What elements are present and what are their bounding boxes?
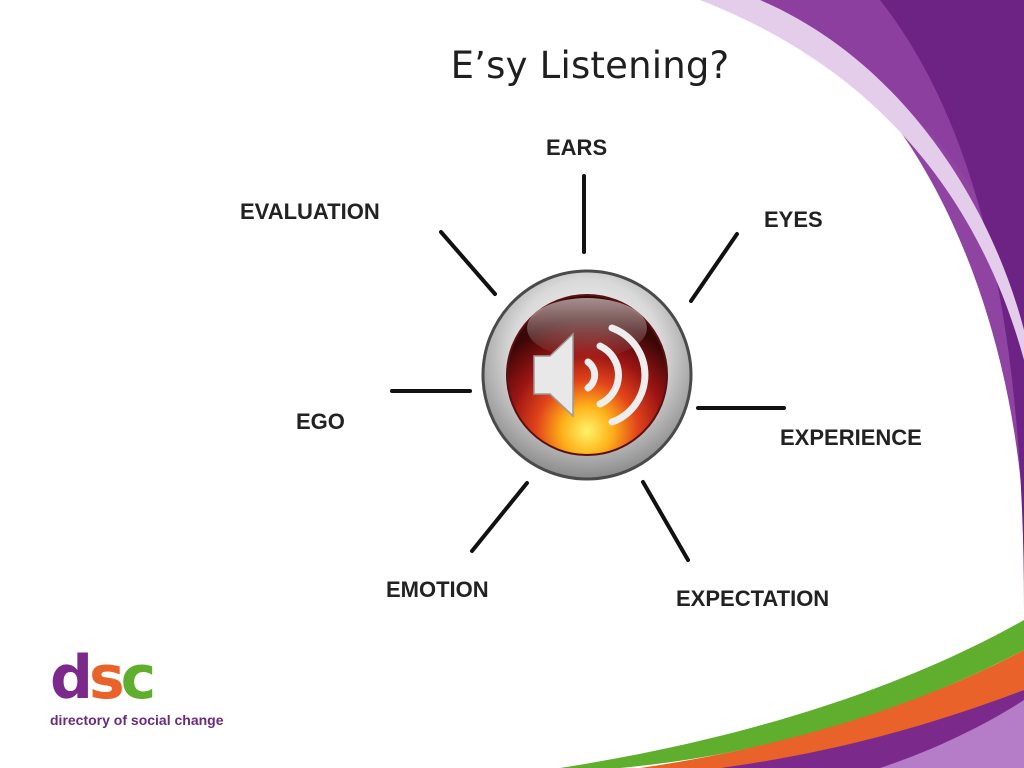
sound-wave-medium [596,342,622,408]
logo-mark: dsc [50,648,156,708]
label-ego: EGO [296,409,345,434]
label-expectation: EXPECTATION [676,586,830,611]
label-experience: EXPERIENCE [780,425,922,450]
logo-letter-s: s [88,643,125,713]
sound-wave-small [584,358,599,392]
bottom-light-purple-swoosh [880,700,1024,768]
bottom-orange-swoosh [640,650,1024,768]
spoke-expectation [641,480,690,562]
slide-title: E’sy Listening? [450,44,730,87]
label-evaluation: EVALUATION [240,199,380,224]
logo-tagline: directory of social change [50,712,224,728]
spoke-eyes [689,232,739,303]
logo-letter-c: c [120,643,157,713]
label-emotion: EMOTION [386,577,489,602]
icon-gloss [527,298,647,358]
sound-wave-large [608,324,649,426]
spoke-emotion [470,481,529,553]
spoke-evaluation [439,230,497,296]
label-eyes: EYES [764,207,823,232]
label-ears: EARS [546,135,608,160]
speaker-volume-icon [478,266,696,484]
dsc-logo: dsc directory of social change [50,648,230,738]
top-right-dark-swoosh [880,0,1024,610]
top-right-highlight-swoosh [700,0,1024,360]
speaker-cone [533,332,574,418]
logo-letter-d: d [50,643,93,713]
